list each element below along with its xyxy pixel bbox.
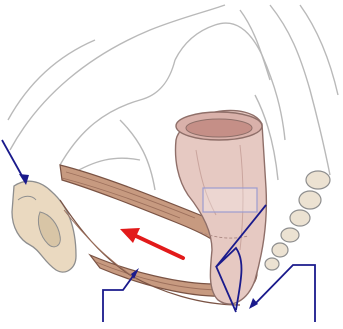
rectum-label-box: [203, 188, 257, 212]
puborectalis-pull-arrow: [120, 228, 183, 258]
left-bracket: [103, 272, 136, 322]
pelvis-sketch-lines: [8, 5, 338, 190]
coccyx-vertebrae: [265, 171, 330, 270]
right-bracket: [253, 265, 315, 322]
pubic-bone: [12, 181, 76, 272]
